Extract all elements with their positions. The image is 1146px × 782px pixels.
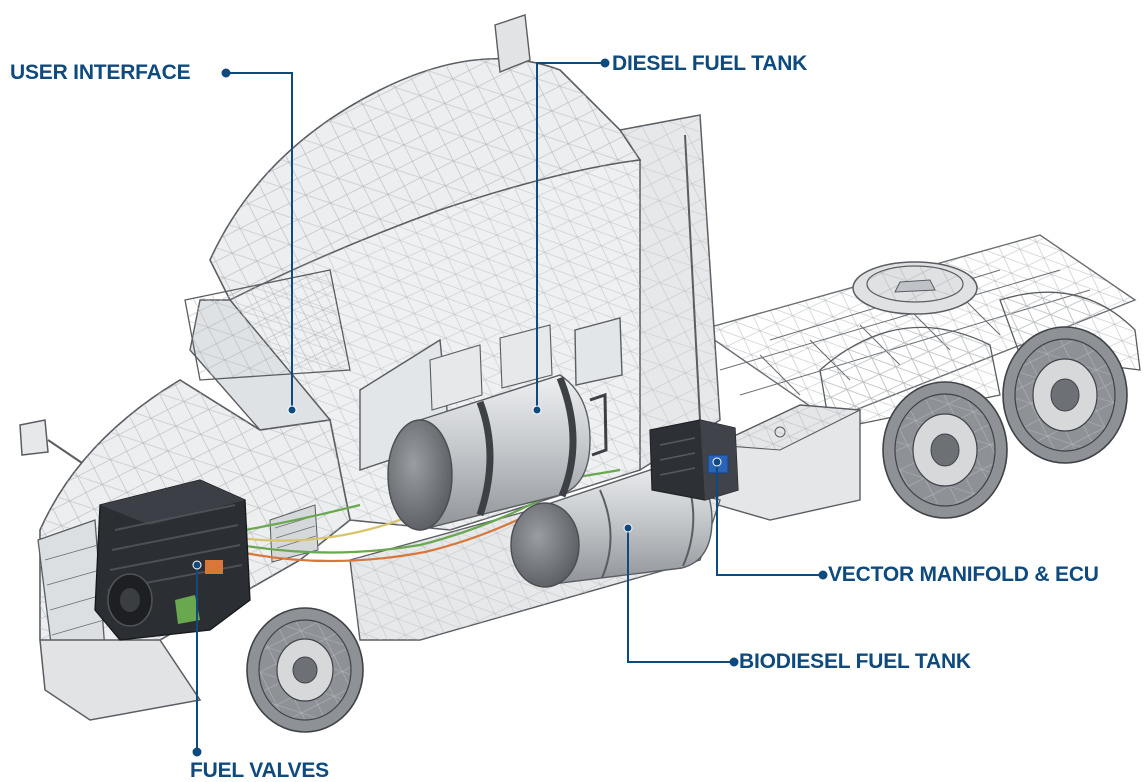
side-mirror <box>19 419 86 466</box>
callout-fuel-valves: FUEL VALVES <box>190 759 329 782</box>
engine-block <box>94 479 251 641</box>
rear-wheel-left <box>882 381 1008 519</box>
vector-manifold-module <box>649 419 739 501</box>
fifth-wheel <box>852 261 978 315</box>
diesel-fuel-tank <box>387 374 608 531</box>
callout-user-interface: USER INTERFACE <box>10 61 191 84</box>
rear-wheel-right <box>1002 326 1128 464</box>
callout-diesel-fuel-tank: DIESEL FUEL TANK <box>612 52 808 75</box>
callout-vector-manifold-ecu: VECTOR MANIFOLD & ECU <box>828 563 1099 586</box>
front-wheel <box>246 607 364 733</box>
callout-biodiesel-fuel-tank: BIODIESEL FUEL TANK <box>739 650 971 673</box>
callout-lines <box>192 58 828 757</box>
